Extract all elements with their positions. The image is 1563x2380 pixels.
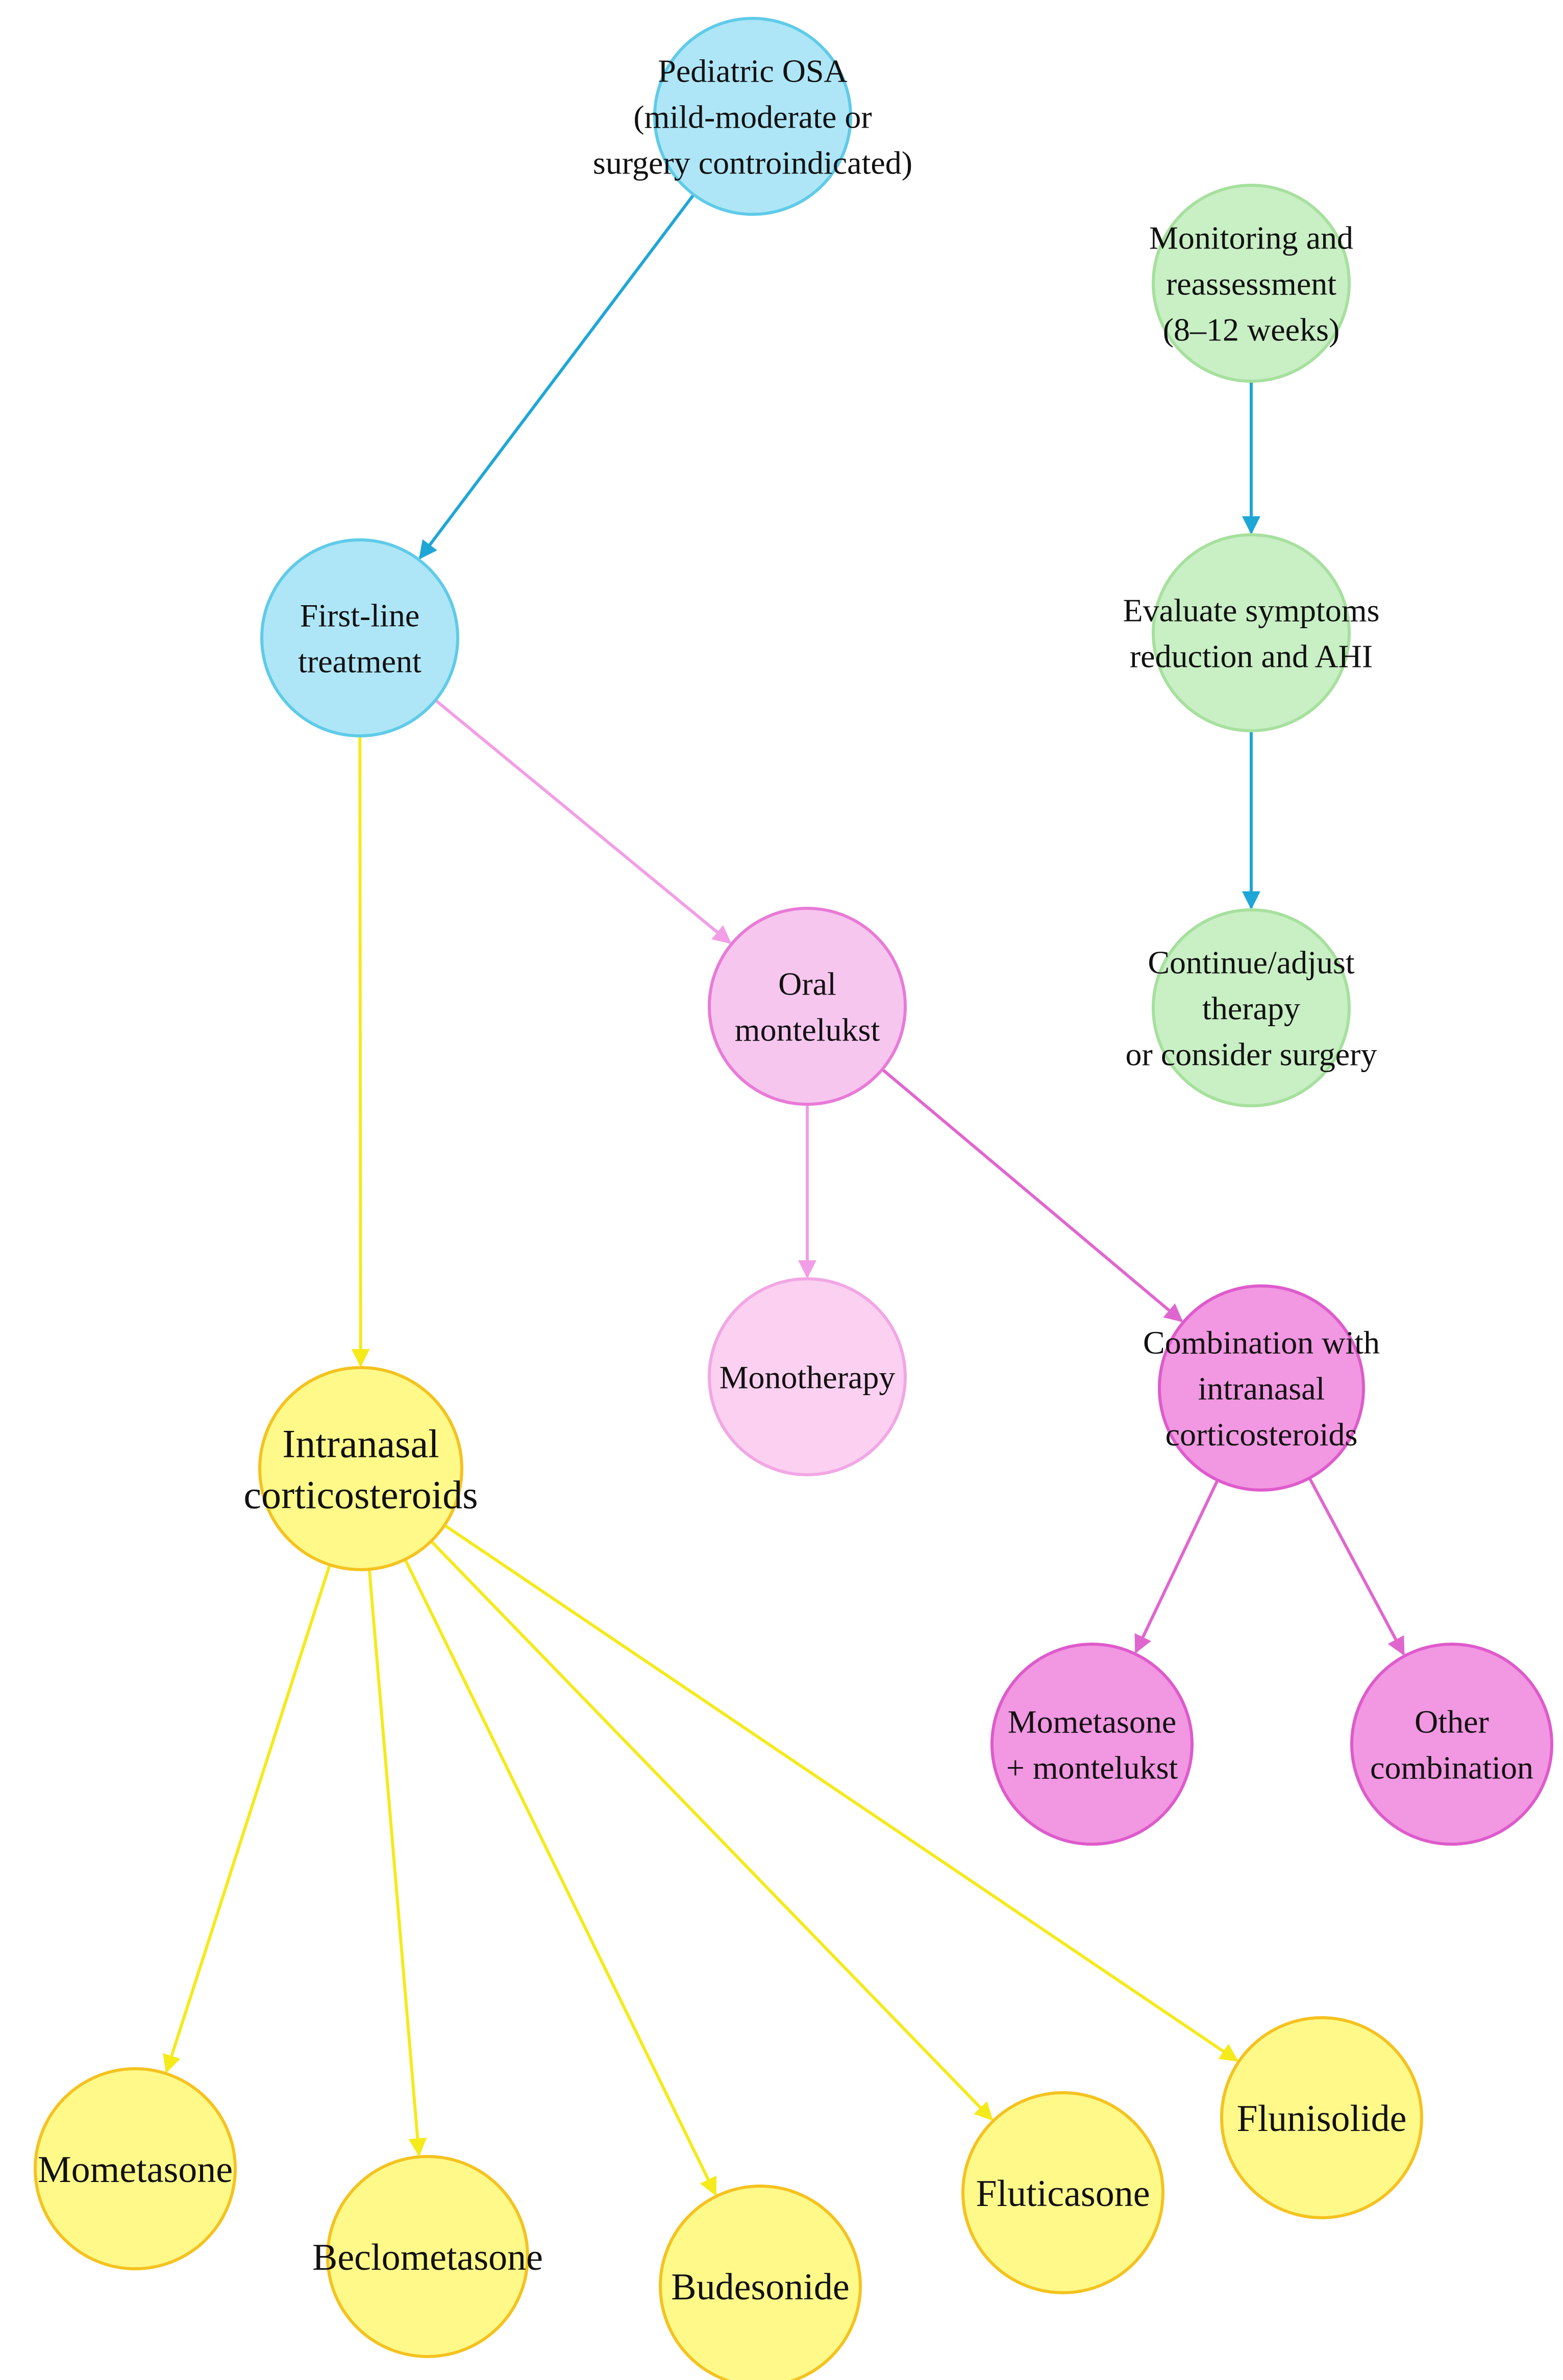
node-label-line: corticosteroids [243,1472,478,1517]
node-label-line: Monotherapy [720,1359,896,1395]
node-circle [961,2091,1164,2294]
node-label-line: + montelukst [1006,1749,1178,1786]
arrow-pediatric-osa-to-first-line [418,193,695,560]
node-fluticasone: Fluticasone [961,2091,1164,2294]
arrow-intranasal-to-mometasone [163,1564,332,2074]
node-circle [1220,2016,1423,2219]
arrow-intranasal-to-beclometasone [367,1569,427,2157]
node-label-line: surgery controindicated) [593,144,912,181]
node-label-line: Beclometasone [312,2237,543,2278]
node-label-line: intranasal [1198,1370,1325,1406]
node-label-line: Fluticasone [976,2173,1150,2215]
node-circle [1152,184,1351,383]
node-mometasone: Mometasone [34,2067,237,2270]
node-circle [659,2185,862,2380]
node-circle [708,1277,907,1476]
node-label-line: Budesonide [671,2266,849,2308]
node-mometasone-montelukast: Mometasone + montelukst [990,1643,1194,1846]
node-other-combination: Other combination [1350,1643,1553,1846]
node-label-line: Other [1415,1703,1489,1740]
node-flunisolide: Flunisolide [1220,2016,1423,2219]
node-label-line: (mild-moderate or [633,98,872,135]
node-label-line: First-line [300,597,420,633]
node-label-line: treatment [298,643,421,679]
arrow-first-line-to-intranasal [351,735,370,1368]
arrow-intranasal-to-fluticasone [430,1540,994,2121]
node-label-line: reduction and AHI [1130,638,1373,674]
node-label-line: Mometasone [1008,1703,1177,1740]
node-circle [708,907,907,1106]
connector-arrows [163,193,1405,2196]
node-circle [653,17,852,216]
node-beclometasone: Beclometasone [312,2155,543,2358]
arrow-combination-to-mometasone-montelukast [1134,1479,1219,1654]
node-combination: Combination with intranasal corticosteroid… [1143,1284,1380,1492]
node-label-line: therapy [1202,990,1300,1026]
node-label-line: Evaluate symptoms [1123,592,1379,628]
node-continue-adjust: Continue/adjust therapy or consider surger… [1126,908,1377,1107]
flowchart-nodes: Pediatric OSA (mild-moderate or surgery co… [34,17,1553,2380]
node-label-line: Intranasal [282,1421,439,1466]
node-circle [326,2155,529,2358]
node-monotherapy: Monotherapy [708,1277,907,1476]
node-intranasal: Intranasal corticosteroids [243,1366,478,1571]
node-label-line: montelukst [735,1011,880,1048]
node-label-line: reassessment [1166,265,1336,302]
node-circle [258,1366,463,1571]
node-label-line: (8–12 weeks) [1163,311,1340,348]
arrow-first-line-to-oral-montelukast [434,699,732,944]
node-budesonide: Budesonide [659,2185,862,2380]
node-evaluate: Evaluate symptoms reduction and AHI [1123,533,1380,732]
arrow-oral-montelukast-to-combination [881,1068,1183,1323]
node-circle [34,2067,237,2270]
node-monitoring: Monitoring and reassessment (8–12 weeks) [1149,184,1353,383]
node-label-line: Continue/adjust [1148,944,1355,980]
node-label-line: Oral [778,965,836,1002]
node-circle [1152,908,1351,1107]
node-circle [1350,1643,1553,1846]
node-circle [260,538,459,737]
node-circle [1152,533,1351,732]
node-label-line: Pediatric OSA [658,53,848,89]
node-first-line: First-line treatment [260,538,459,737]
node-label-line: combination [1370,1749,1533,1786]
arrow-intranasal-to-budesonide [404,1558,717,2196]
node-label-line: corticosteroids [1165,1416,1358,1452]
node-oral-montelukast: Oral montelukst [708,907,907,1106]
node-circle [1158,1284,1365,1492]
node-pediatric-osa: Pediatric OSA (mild-moderate or surgery co… [593,17,912,216]
arrow-combination-to-other-combination [1308,1477,1405,1656]
node-circle [990,1643,1194,1846]
arrow-intranasal-to-flunisolide [443,1524,1239,2062]
node-label-line: Combination with [1143,1324,1380,1360]
node-label-line: Flunisolide [1236,2098,1406,2140]
node-label-line: or consider surgery [1126,1036,1377,1072]
node-label-line: Monitoring and [1149,219,1353,256]
node-label-line: Mometasone [38,2149,233,2191]
